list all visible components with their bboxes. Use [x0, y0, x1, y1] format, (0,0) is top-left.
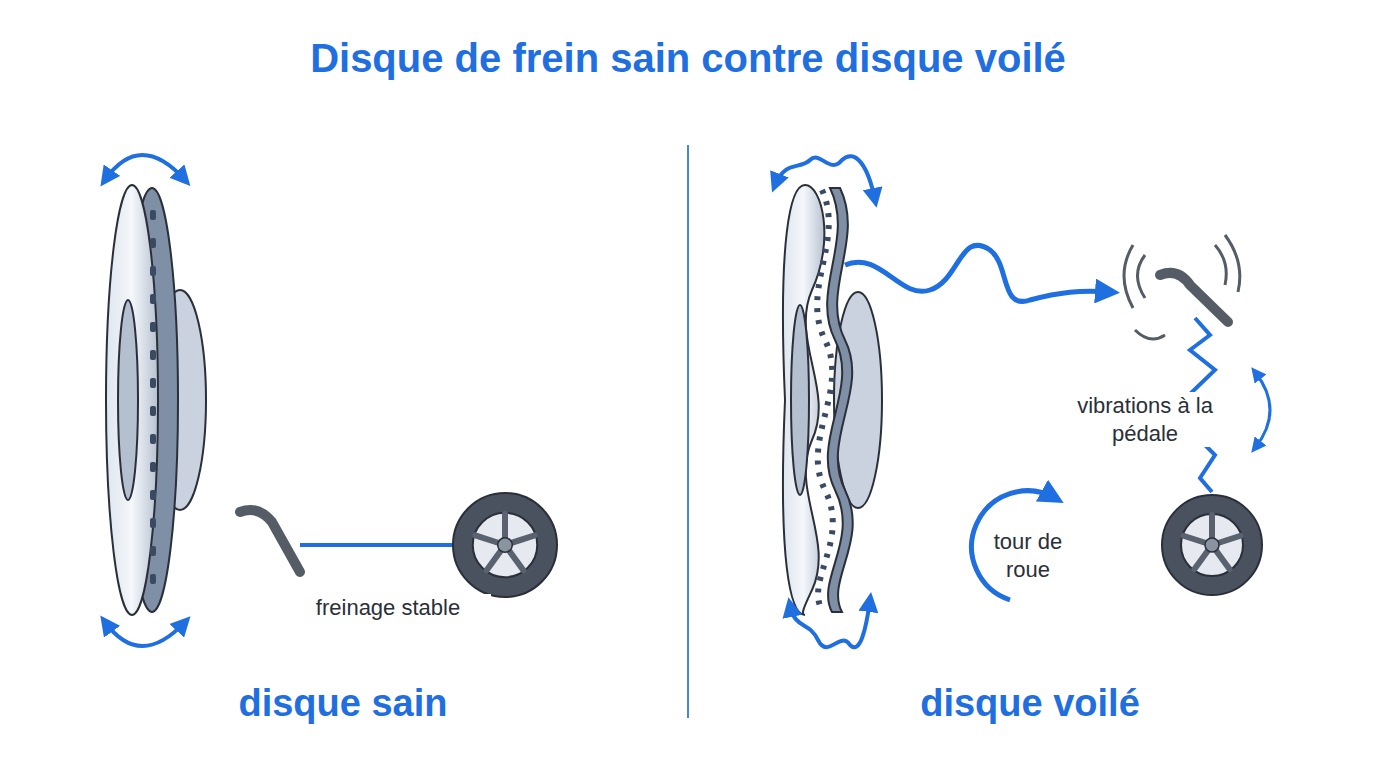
caption-label: vibrations à la pédale	[1067, 392, 1223, 447]
rotation-arrow	[105, 155, 185, 180]
wheel	[1162, 495, 1262, 595]
caption-label: freinage stable	[285, 594, 491, 622]
panel-label: disque voilé	[820, 682, 1240, 725]
brake-pedal	[1160, 273, 1228, 322]
vibration-wave	[845, 245, 1110, 301]
wobble-arrow	[775, 156, 875, 200]
healthy-disc	[106, 185, 206, 615]
brake-pedal	[240, 510, 300, 572]
panel-label: disque sain	[133, 682, 553, 725]
oscillation-arrow	[1255, 372, 1270, 448]
divider	[687, 145, 689, 718]
warped-disc	[783, 185, 882, 615]
title: Disque de frein sain contre disque voilé	[88, 36, 1288, 81]
caption-label: tour de roue	[985, 528, 1071, 583]
wheel	[453, 493, 557, 597]
vibration-marks	[1124, 235, 1240, 339]
rotation-arrow	[105, 622, 185, 646]
pedal-link	[300, 543, 455, 547]
wobble-arrow	[790, 600, 870, 647]
